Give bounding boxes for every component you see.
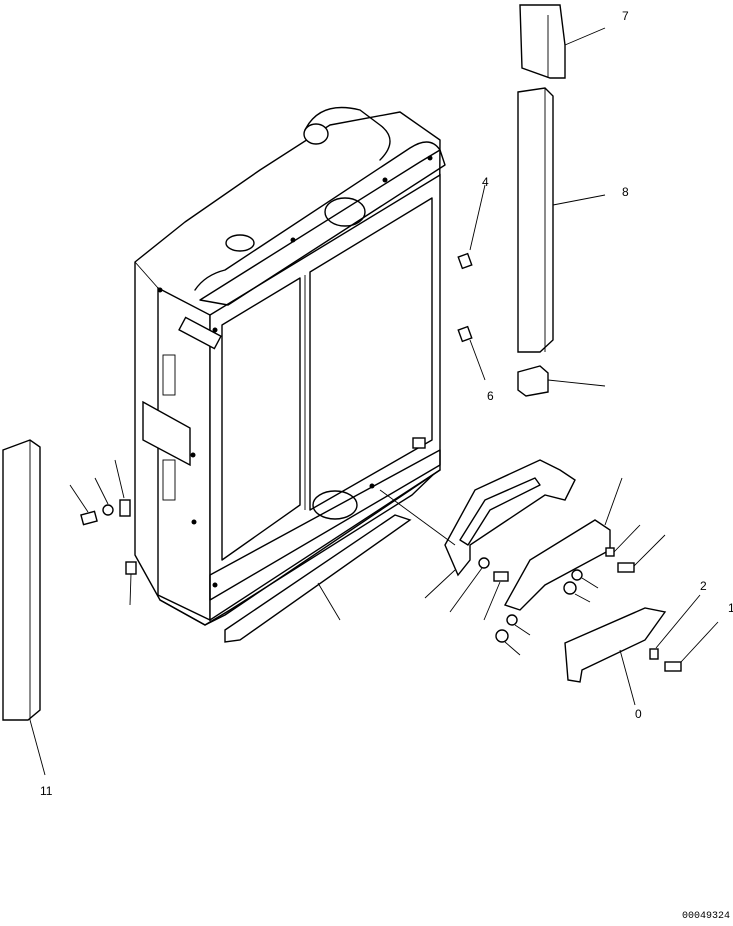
radiator-top-tank [199, 149, 446, 306]
hardware-cluster [449, 524, 666, 656]
radiator-top-rail [194, 141, 441, 291]
callout-label-c5: 2 [700, 579, 707, 593]
filler-cap [225, 234, 255, 252]
lower-opening [312, 490, 358, 520]
spring-pin [605, 547, 615, 557]
upper-hose-cap [303, 123, 329, 145]
leader-line [469, 184, 486, 251]
bolt [617, 562, 635, 573]
upper-hose [304, 106, 391, 161]
bottom-seal-strip [224, 514, 412, 643]
callout-label-c1: 7 [622, 9, 629, 23]
clip [119, 499, 131, 517]
frame-bolt [212, 582, 218, 588]
radiator-bottom-tank [209, 449, 441, 601]
leader-line [680, 621, 719, 663]
frame-bolt [290, 237, 296, 243]
leader-line [633, 534, 666, 567]
bolt [457, 325, 473, 343]
guard-plate [564, 594, 719, 706]
right-bracket-plate [379, 459, 576, 599]
bottom-block [412, 437, 426, 449]
frame-edge [134, 261, 159, 289]
bolt [80, 510, 98, 526]
seal-strip-body [224, 514, 412, 643]
leader-line [29, 719, 46, 776]
callout-label-c7: 0 [635, 707, 642, 721]
leader-line [604, 477, 623, 526]
leader-line [655, 594, 701, 649]
leader-line [69, 484, 89, 513]
callout-label-c8: 11 [40, 784, 53, 798]
left-fasteners [69, 459, 137, 606]
side-bracket-plate [142, 400, 191, 467]
mount-bar-body [503, 519, 611, 611]
left-tall-seal [2, 439, 46, 776]
leader-line [94, 477, 109, 505]
top-seal-cap [519, 4, 606, 79]
bracket-plate-body [444, 459, 576, 577]
tall-seal-body [2, 439, 41, 721]
callout-label-c2: 8 [622, 185, 629, 199]
frame-bolt [157, 287, 163, 293]
callout-label-c4: 6 [487, 389, 494, 403]
bolt [457, 252, 473, 270]
frame-bolt [382, 177, 388, 183]
leader-line [379, 489, 456, 546]
leader-line [564, 27, 606, 46]
side-slot-lower [162, 459, 176, 501]
side-bracket-tab [178, 316, 222, 350]
drawing-number: 00049324 [682, 911, 730, 922]
leader-line [424, 569, 456, 599]
frame-bolt [369, 483, 375, 489]
small-seal-block [517, 365, 606, 397]
nut [563, 581, 577, 595]
side-slot-upper [162, 354, 176, 396]
leader-line [449, 567, 483, 613]
washer [478, 557, 490, 569]
radiator-assembly [134, 106, 446, 626]
leader-line [504, 641, 521, 656]
leader-line [114, 459, 125, 499]
seal-bar-body [517, 87, 554, 353]
seal-block [517, 365, 549, 397]
bolt [125, 561, 137, 575]
radiator-core-left [221, 277, 301, 561]
radiator-core-right [309, 197, 433, 511]
leader-line [613, 524, 641, 553]
guard-plate-body [564, 607, 667, 683]
leader-line [129, 573, 132, 606]
leader-line [317, 582, 341, 621]
spring-pin [649, 648, 659, 660]
leader-line [483, 581, 501, 621]
leader-line [514, 624, 531, 636]
leader-line [552, 194, 606, 206]
bolt [493, 571, 509, 582]
o-ring [571, 569, 583, 581]
leader-line [547, 379, 606, 387]
callout-label-c6: 1 [728, 601, 733, 615]
nut [495, 629, 509, 643]
leader-line [581, 577, 599, 589]
bolt [664, 661, 682, 672]
frame-bolt [191, 519, 197, 525]
right-side-bolts [457, 184, 486, 381]
washer [102, 504, 114, 516]
leader-line [619, 649, 636, 706]
center-opening [324, 197, 366, 227]
bottom-rail [159, 469, 441, 626]
callout-label-c3: 4 [482, 175, 489, 189]
leader-line [574, 593, 591, 603]
frame-bolt [212, 327, 218, 333]
vertical-seal-bar [517, 87, 606, 353]
bracket-slot [459, 477, 541, 546]
frame-bolt [190, 452, 196, 458]
lower-mount-bar [503, 477, 623, 611]
frame-bolt [427, 155, 433, 161]
o-ring [506, 614, 518, 626]
leader-line [469, 339, 486, 381]
seal-cap-block [519, 4, 566, 79]
